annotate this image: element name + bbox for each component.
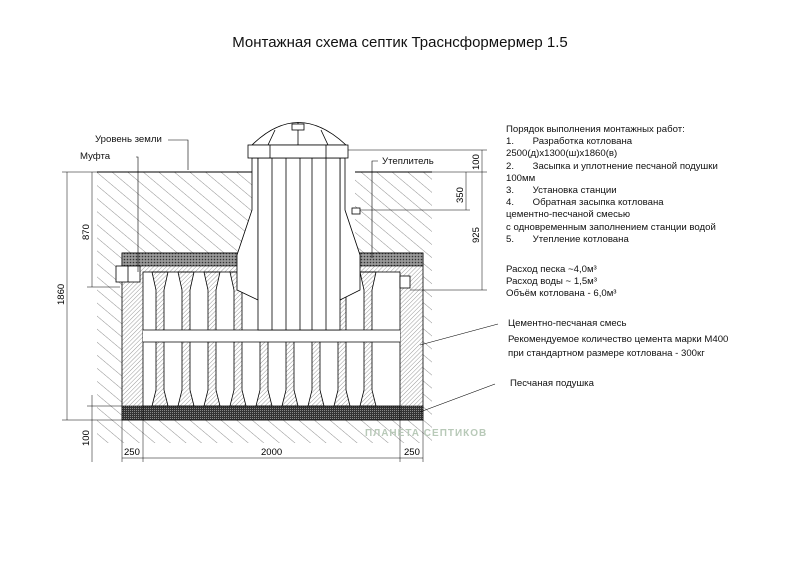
- procedure-line: с одновременным заполнением станции водо…: [506, 221, 716, 233]
- dim-inlet-depth: 870: [81, 224, 92, 240]
- procedure-line: цементно-песчаной смесью: [506, 209, 631, 221]
- lid-handle: [291, 123, 305, 131]
- dim-sand-thickness: 100: [81, 430, 92, 446]
- label-coupling: Муфта: [80, 151, 111, 162]
- vent-pipe: [351, 207, 361, 215]
- dim-outlet-depth-top: 350: [455, 187, 466, 203]
- dim-station-width: 2000: [261, 447, 282, 458]
- dim-total-depth: 1860: [56, 284, 67, 305]
- dim-right-margin: 250: [404, 447, 420, 458]
- procedure-line: 100мм: [506, 172, 536, 184]
- procedure-line: 3. Установка станции: [506, 185, 617, 197]
- consumption-line: Расход воды ~ 1,5м³: [506, 276, 597, 288]
- procedure-line: 1. Разработка котлована: [506, 136, 633, 148]
- procedure-line: Порядок выполнения монтажных работ:: [506, 124, 685, 135]
- insulation-layer-left: [121, 252, 238, 267]
- dim-outlet-depth: 925: [471, 227, 482, 243]
- consumption-line: Расход песка ~4,0м³: [506, 264, 597, 275]
- label-insulation: Утеплитель: [382, 156, 434, 167]
- procedure-line: 4. Обратная засыпка котлована: [506, 197, 664, 209]
- drawing-title: Монтажная схема септик Траснсформермер 1…: [232, 34, 568, 51]
- watermark: ПЛАНЕТА СЕПТИКОВ: [365, 428, 488, 439]
- label-ground-level: Уровень земли: [95, 134, 162, 145]
- leader-lines: [136, 139, 499, 413]
- consumption-line: Объём котлована - 6,0м³: [506, 288, 617, 300]
- label-cement-rec-1: Рекомендуемое количество цемента марки М…: [508, 334, 729, 345]
- procedure-line: 2500(д)х1300(ш)х1860(в): [506, 148, 618, 160]
- procedure-line: 5. Утепление котлована: [506, 233, 629, 245]
- central-column: [257, 157, 341, 331]
- dim-left-margin: 250: [124, 447, 140, 458]
- consumption-list: Расход песка ~4,0м³ Расход воды ~ 1,5м³ …: [506, 264, 617, 301]
- label-cement-rec-2: при стандартном размере котлована - 300к…: [508, 348, 705, 359]
- procedure-line: 2. Засыпка и уплотнение песчаной подушки: [506, 160, 718, 172]
- label-sand-cushion: Песчаная подушка: [510, 378, 594, 389]
- label-cement-sand: Цементно-песчаная смесь: [508, 318, 627, 329]
- insulation-layer-right: [359, 252, 424, 267]
- septic-station: [115, 122, 411, 407]
- procedure-list: Порядок выполнения монтажных работ: 1. Р…: [506, 124, 718, 246]
- lid-rim: [247, 144, 349, 159]
- outlet-pipe: [399, 275, 411, 289]
- sand-cushion: [121, 405, 424, 421]
- soil-hatching: [97, 172, 432, 443]
- dimension-lines: [62, 149, 487, 462]
- dim-lid-above-ground: 100: [471, 154, 482, 170]
- lid-dome: [251, 122, 348, 146]
